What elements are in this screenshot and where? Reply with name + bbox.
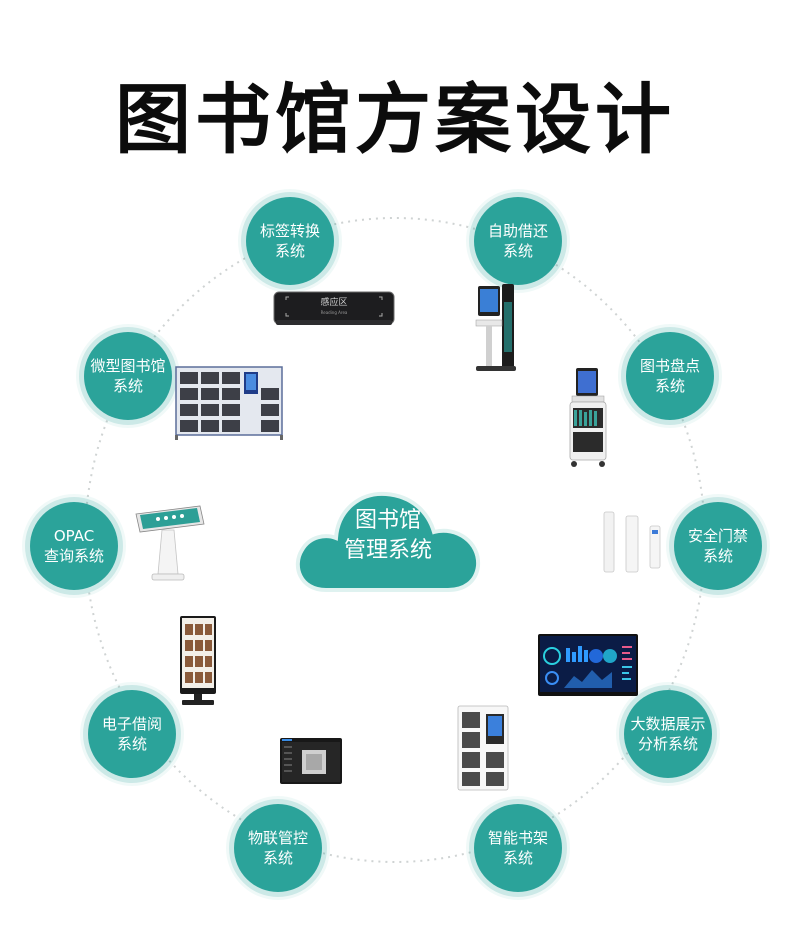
node-line2: 查询系统 bbox=[43, 547, 104, 565]
node-inventory[interactable]: 图书盘点 系统 bbox=[626, 332, 714, 420]
security-gate-icon bbox=[603, 511, 661, 573]
node-line2: 系统 bbox=[112, 377, 143, 395]
node-line2: 系统 bbox=[274, 242, 305, 260]
reader-pad-sub: Reading Area bbox=[321, 310, 348, 315]
center-title-line1: 图书馆 bbox=[354, 508, 421, 533]
node-line1: OPAC bbox=[53, 527, 95, 545]
node-self-service[interactable]: 自助借还 系统 bbox=[474, 197, 562, 285]
node-line2: 系统 bbox=[502, 849, 533, 867]
node-line1: 标签转换 bbox=[259, 222, 320, 240]
e-reading-display-icon bbox=[180, 616, 216, 705]
node-label-conversion[interactable]: 标签转换 系统 bbox=[246, 197, 334, 285]
node-e-reading[interactable]: 电子借阅 系统 bbox=[88, 690, 176, 778]
center-title-line2: 管理系统 bbox=[343, 538, 432, 563]
node-line1: 安全门禁 bbox=[687, 527, 748, 545]
reader-pad-label: 感应区 bbox=[320, 296, 347, 308]
node-line1: 物联管控 bbox=[247, 829, 308, 847]
cloud-icon bbox=[296, 491, 481, 592]
node-line1: 大数据展示 bbox=[630, 715, 706, 733]
inventory-cart-icon bbox=[569, 368, 607, 467]
node-line2: 系统 bbox=[116, 735, 147, 753]
node-opac[interactable]: OPAC 查询系统 bbox=[30, 502, 118, 590]
node-line1: 图书盘点 bbox=[639, 357, 700, 375]
smart-shelf-cabinet-icon bbox=[457, 705, 509, 791]
node-smart-shelf[interactable]: 智能书架 系统 bbox=[474, 804, 562, 892]
node-line2: 系统 bbox=[262, 849, 293, 867]
node-iot-control[interactable]: 物联管控 系统 bbox=[234, 804, 322, 892]
opac-kiosk-icon bbox=[135, 505, 205, 581]
node-line1: 电子借阅 bbox=[101, 715, 162, 733]
iot-control-panel-icon bbox=[280, 738, 342, 784]
node-line2: 分析系统 bbox=[637, 735, 698, 753]
self-service-kiosk-icon bbox=[475, 284, 516, 371]
node-line2: 系统 bbox=[654, 377, 685, 395]
page-title: 图书馆方案设计 bbox=[115, 75, 675, 164]
node-line1: 自助借还 bbox=[487, 222, 548, 240]
node-line1: 微型图书馆 bbox=[90, 357, 166, 375]
node-line2: 系统 bbox=[502, 242, 533, 260]
node-line2: 系统 bbox=[702, 547, 733, 565]
center-cloud: 图书馆 管理系统 bbox=[288, 462, 488, 602]
big-data-screen-icon bbox=[538, 634, 638, 696]
node-security-gate[interactable]: 安全门禁 系统 bbox=[674, 502, 762, 590]
rfid-reader-pad-icon: 感应区 Reading Area bbox=[273, 291, 395, 325]
node-micro-library[interactable]: 微型图书馆 系统 bbox=[84, 332, 172, 420]
node-big-data[interactable]: 大数据展示 分析系统 bbox=[624, 690, 712, 778]
micro-library-cabinet-icon bbox=[175, 366, 283, 440]
node-line1: 智能书架 bbox=[487, 829, 548, 847]
